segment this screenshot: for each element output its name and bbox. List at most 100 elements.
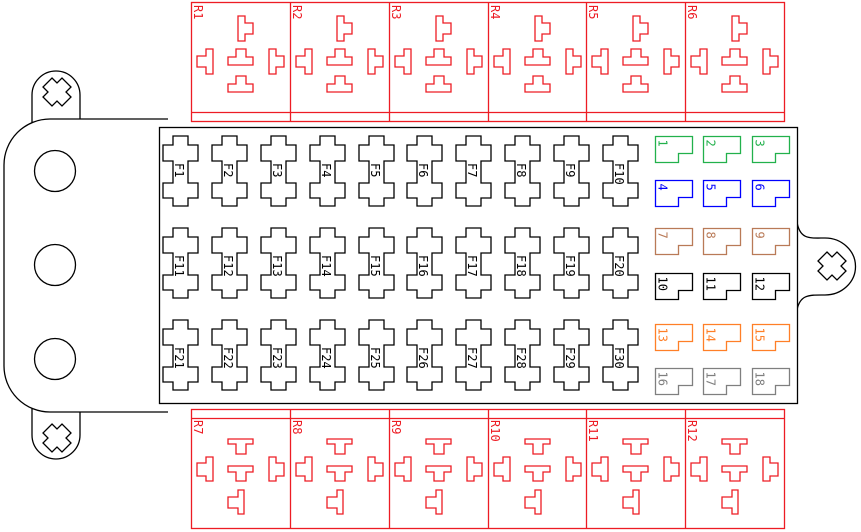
relay-pin bbox=[326, 48, 353, 66]
fuse-slot bbox=[455, 227, 492, 299]
relay-pin bbox=[721, 489, 739, 515]
relay-pin bbox=[762, 48, 779, 75]
relay-label: R9 bbox=[389, 420, 403, 434]
fuse-label: F17 bbox=[465, 255, 479, 277]
mini-relay-17: 17 bbox=[702, 367, 742, 396]
right-tab-outline bbox=[796, 221, 857, 311]
fuse-f9: F9 bbox=[553, 135, 590, 207]
relay-label: R7 bbox=[191, 420, 205, 434]
fuse-slot bbox=[406, 319, 443, 391]
fuse-slot bbox=[162, 319, 199, 391]
fuse-slot bbox=[406, 135, 443, 207]
relay-pin bbox=[762, 456, 779, 482]
fuse-slot bbox=[211, 227, 248, 299]
relay-pin bbox=[394, 456, 412, 482]
relay-pin bbox=[622, 489, 640, 515]
relay-pin bbox=[268, 456, 285, 482]
mini-relay-9: 9 bbox=[751, 227, 791, 256]
fuse-label: F26 bbox=[416, 347, 430, 369]
mini-relay-11: 11 bbox=[702, 272, 742, 301]
fuse-slot bbox=[406, 227, 443, 299]
relay-label: R11 bbox=[586, 420, 600, 442]
fuse-label: F28 bbox=[514, 347, 528, 369]
relay-label: R2 bbox=[290, 5, 304, 19]
relay-pin bbox=[591, 48, 609, 75]
fuse-slot bbox=[309, 227, 346, 299]
fuse-panel bbox=[158, 126, 799, 405]
relay-pin bbox=[227, 48, 254, 66]
fuse-slot bbox=[211, 135, 248, 207]
fuse-label: F10 bbox=[612, 163, 626, 185]
fuse-slot bbox=[309, 135, 346, 207]
mini-relay-label: 1 bbox=[656, 140, 670, 147]
right-mounting-tab bbox=[796, 221, 857, 311]
relay-pin bbox=[326, 438, 353, 455]
fuse-slot bbox=[162, 227, 199, 299]
relay-pin bbox=[295, 48, 313, 75]
mini-relay-8: 8 bbox=[702, 227, 742, 256]
fuse-slot bbox=[358, 319, 395, 391]
relay-pin bbox=[663, 48, 680, 75]
mini-relay-slot bbox=[654, 272, 694, 301]
relay-r7: R7 bbox=[191, 420, 285, 515]
fuse-label: F20 bbox=[612, 255, 626, 277]
relay-pin bbox=[565, 456, 582, 482]
relay-pin bbox=[731, 15, 748, 42]
mini-relay-label: 18 bbox=[753, 372, 767, 386]
relay-label: R3 bbox=[389, 5, 403, 19]
relay-pin bbox=[721, 465, 748, 482]
relay-pin bbox=[227, 465, 254, 482]
fuse-slot bbox=[260, 319, 297, 391]
relay-r9: R9 bbox=[388, 409, 483, 529]
fuse-label: F18 bbox=[514, 255, 528, 277]
mini-relay-slot bbox=[654, 135, 694, 164]
fuse-f23: F23 bbox=[260, 319, 297, 391]
fuse-label: F9 bbox=[563, 163, 577, 177]
relay-pin bbox=[227, 75, 254, 93]
relay-pin bbox=[227, 438, 254, 455]
mini-relay-slot bbox=[751, 135, 791, 164]
mini-relay-slot bbox=[702, 179, 742, 208]
fuse-slot bbox=[260, 227, 297, 299]
fuse-slot bbox=[504, 319, 541, 391]
mini-relay-slot bbox=[654, 367, 694, 396]
bracket-tabs bbox=[31, 70, 81, 460]
relay-r1: R1 bbox=[191, 5, 285, 93]
mini-relay-slot bbox=[751, 323, 791, 352]
mini-relay-label: 16 bbox=[656, 372, 670, 386]
mini-relay-label: 9 bbox=[753, 232, 767, 239]
relay-pin bbox=[336, 15, 353, 42]
fuse-f25: F25 bbox=[358, 319, 395, 391]
mini-relay-label: 2 bbox=[704, 140, 718, 147]
mini-relay-slot bbox=[702, 135, 742, 164]
fuse-f29: F29 bbox=[553, 319, 590, 391]
fuse-f2: F2 bbox=[211, 135, 248, 207]
mini-relay-slot bbox=[702, 227, 742, 256]
mini-relay-4: 4 bbox=[654, 179, 694, 208]
fuse-f5: F5 bbox=[358, 135, 395, 207]
fuse-f3: F3 bbox=[260, 135, 297, 207]
fuse-label: F1 bbox=[172, 163, 186, 177]
relay-pin bbox=[493, 456, 511, 482]
fuse-slot bbox=[553, 227, 590, 299]
fuse-slot bbox=[211, 319, 248, 391]
relay-pin bbox=[268, 48, 285, 75]
mini-relay-2: 2 bbox=[702, 135, 742, 164]
relay-pin bbox=[622, 48, 649, 66]
relay-label: R1 bbox=[191, 5, 205, 19]
fuse-label: F27 bbox=[465, 347, 479, 369]
fuse-label: F21 bbox=[172, 347, 186, 369]
fuse-f13: F13 bbox=[260, 227, 297, 299]
relay-pin bbox=[524, 75, 551, 93]
fuse-f28: F28 bbox=[504, 319, 541, 391]
left-mounting-bracket bbox=[3, 70, 168, 460]
fuse-label: F12 bbox=[221, 255, 235, 277]
mini-relay-slot bbox=[751, 179, 791, 208]
relay-pin bbox=[196, 48, 214, 75]
fuse-f18: F18 bbox=[504, 227, 541, 299]
fuse-label: F15 bbox=[368, 255, 382, 277]
fuse-slot bbox=[260, 135, 297, 207]
mini-relay-10: 10 bbox=[654, 272, 694, 301]
